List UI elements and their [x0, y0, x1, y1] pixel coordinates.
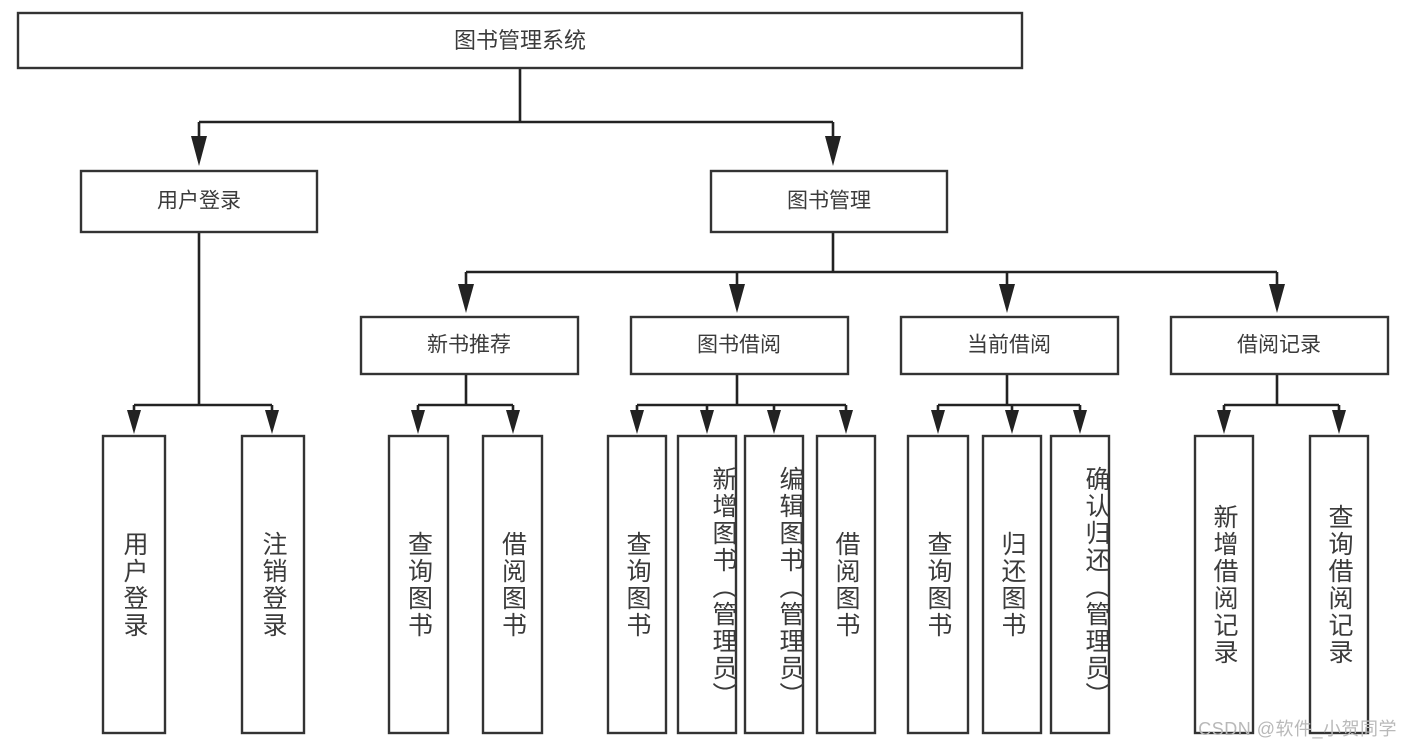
node-root-label: 图书管理系统 [454, 28, 586, 53]
arrow-head-borrow-book [729, 284, 745, 313]
arrow-head-new-book [458, 284, 474, 313]
arrow-head-leaf-9 [931, 410, 945, 434]
arrow-head-leaf-8 [839, 410, 853, 434]
node-borrow-record[interactable]: 借阅记录 [1169, 315, 1390, 376]
leaf-box-logout[interactable] [240, 434, 306, 735]
leaf-box-query-book-1[interactable] [387, 434, 450, 735]
leaf-box-add-borrow-record[interactable] [1193, 434, 1255, 735]
leaf-boxes [101, 434, 1370, 735]
arrow-head-user-login [191, 136, 207, 166]
node-root[interactable]: 图书管理系统 [16, 11, 1024, 70]
arrow-head-leaf-12 [1217, 410, 1231, 434]
node-book-borrow-box[interactable] [629, 315, 850, 376]
node-book-management-box[interactable] [709, 169, 949, 234]
leaf-box-query-book-3[interactable] [906, 434, 970, 735]
leaf-box-add-book[interactable] [676, 434, 738, 735]
node-new-book-recommend-box[interactable] [359, 315, 580, 376]
node-current-borrow-label: 当前借阅 [967, 334, 1051, 357]
leaf-box-edit-book[interactable] [743, 434, 805, 735]
connectors-borrow-book-to-leaves [630, 374, 853, 434]
arrow-head-leaf-3 [411, 410, 425, 434]
connectors-root-to-level2 [191, 68, 841, 166]
arrow-head-leaf-2 [265, 410, 279, 434]
node-book-management-label: 图书管理 [787, 190, 871, 213]
node-user-login[interactable]: 用户登录 [79, 169, 319, 234]
watermark: CSDN @软件_小贺同学 [1198, 719, 1397, 739]
node-book-borrow[interactable]: 图书借阅 [629, 315, 850, 376]
arrow-head-leaf-5 [630, 410, 644, 434]
node-current-borrow-box[interactable] [899, 315, 1120, 376]
leaf-box-user-login[interactable] [101, 434, 167, 735]
leaf-box-query-borrow-record[interactable] [1308, 434, 1370, 735]
leaf-box-query-book-2[interactable] [606, 434, 668, 735]
arrow-head-current-borrow [999, 284, 1015, 313]
node-current-borrow[interactable]: 当前借阅 [899, 315, 1120, 376]
arrow-head-borrow-record [1269, 284, 1285, 313]
leaf-box-confirm-return[interactable] [1049, 434, 1111, 735]
node-new-book-recommend-label: 新书推荐 [427, 334, 511, 357]
node-borrow-record-label: 借阅记录 [1237, 334, 1321, 357]
arrow-head-leaf-7 [767, 410, 781, 434]
node-book-management[interactable]: 图书管理 [709, 169, 949, 234]
leaf-box-borrow-book-1[interactable] [481, 434, 544, 735]
arrow-head-book-manage [825, 136, 841, 166]
node-user-login-label: 用户登录 [157, 190, 241, 213]
node-new-book-recommend[interactable]: 新书推荐 [359, 315, 580, 376]
leaf-box-return-book[interactable] [981, 434, 1043, 735]
node-user-login-box[interactable] [79, 169, 319, 234]
node-root-box[interactable] [16, 11, 1024, 70]
node-borrow-record-box[interactable] [1169, 315, 1390, 376]
arrow-head-leaf-4 [506, 410, 520, 434]
arrow-head-leaf-11 [1073, 410, 1087, 434]
node-book-borrow-label: 图书借阅 [697, 334, 781, 357]
connectors-user-login-to-leaves [127, 232, 279, 434]
leaf-box-borrow-book-2[interactable] [815, 434, 877, 735]
arrow-head-leaf-1 [127, 410, 141, 434]
connectors-book-manage-to-level3 [458, 232, 1285, 313]
arrow-head-leaf-13 [1332, 410, 1346, 434]
connectors-new-book-to-leaves [411, 374, 520, 434]
connectors-current-borrow-to-leaves [931, 374, 1087, 434]
arrow-head-leaf-10 [1005, 410, 1019, 434]
connectors-borrow-record-to-leaves [1217, 374, 1346, 434]
arrow-head-leaf-6 [700, 410, 714, 434]
